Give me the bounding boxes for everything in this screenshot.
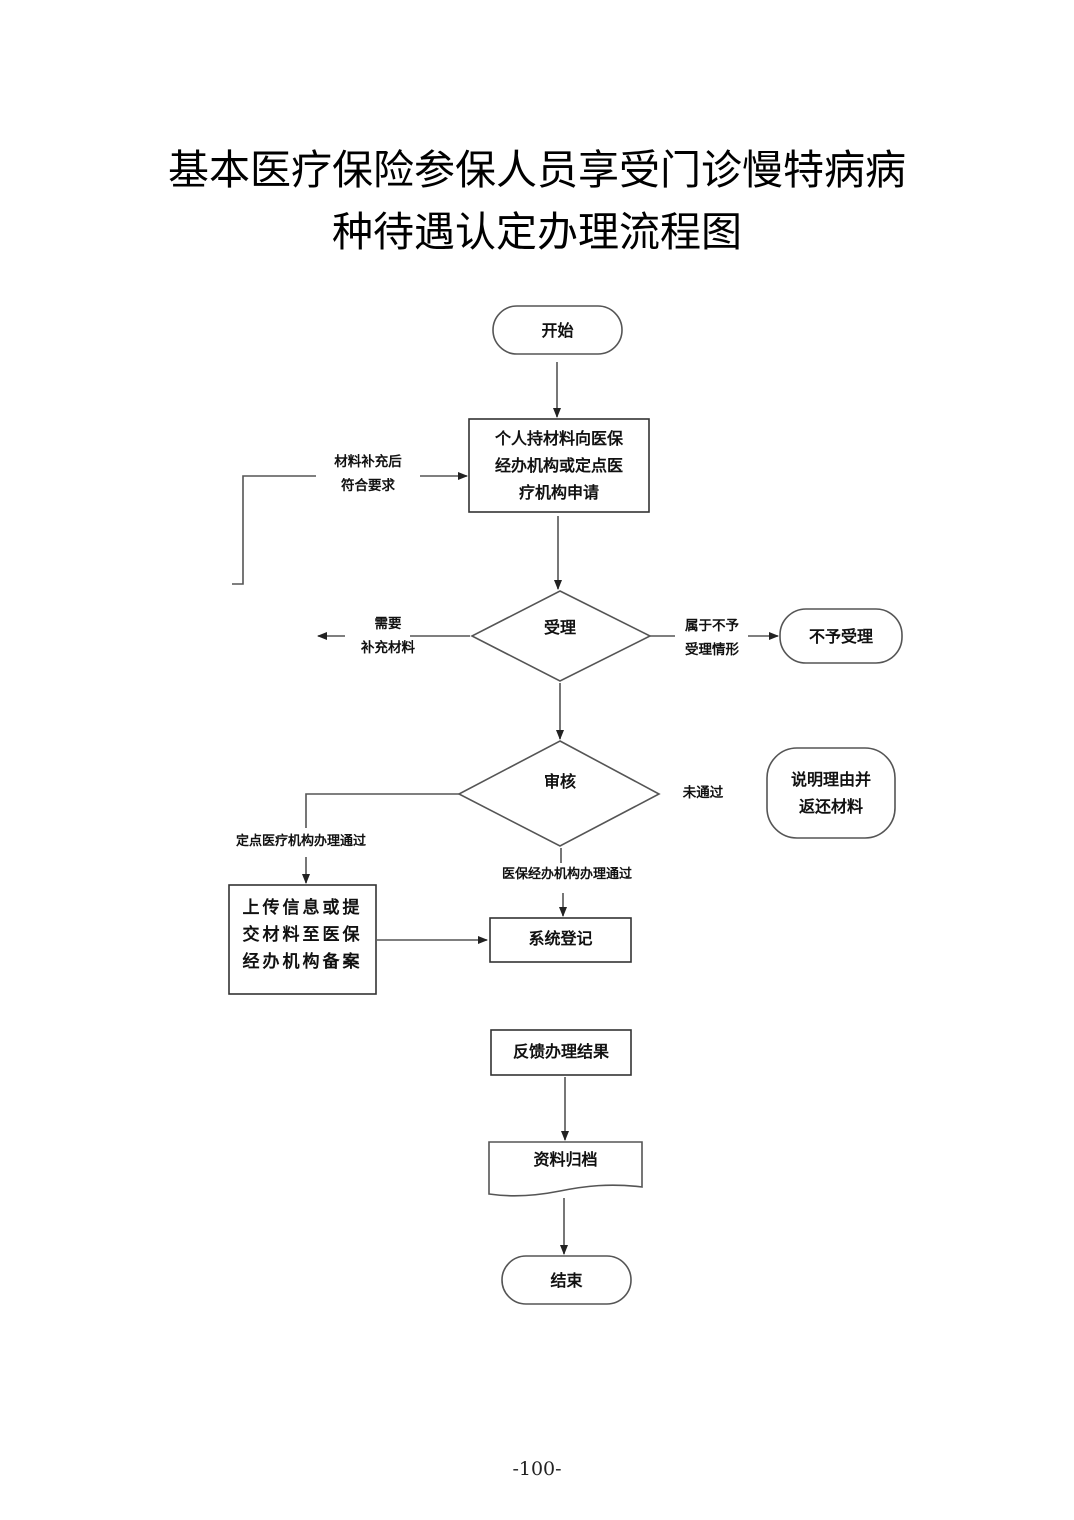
upload-file-label: 上传信息或提 交材料至医保 经办机构备案: [229, 893, 376, 977]
start-node: [492, 305, 623, 355]
edge-review-designated: [305, 793, 459, 828]
register-label: 系统登记: [528, 928, 593, 948]
start-label: 开始: [541, 320, 574, 340]
need-supplement-edge-label: 需要 补充材料: [345, 612, 431, 660]
end-label: 结束: [550, 1270, 583, 1290]
upload-file-label-line: 经办机构备案: [242, 951, 363, 972]
reject-node: [779, 608, 903, 664]
accept-label: 受理: [543, 617, 576, 637]
need-supplement-edge-label-line: 补充材料: [361, 640, 415, 656]
need-supplement-edge-label-line: 需要: [374, 616, 402, 632]
reject-label: 不予受理: [808, 626, 873, 646]
resubmit-edge-label: 材料补充后 符合要求: [318, 450, 418, 498]
apply-node: [468, 418, 650, 513]
failed-edge-label: 未通过: [682, 785, 724, 801]
feedback-label: 反馈办理结果: [512, 1042, 609, 1061]
register-node: [489, 917, 632, 963]
accept-decision-node: [470, 590, 652, 682]
archive-document-node: [488, 1141, 643, 1197]
resubmit-edge-label-line: 符合要求: [341, 478, 395, 494]
page-title-line-1: 基本医疗保险参保人员享受门诊慢特病病: [168, 146, 906, 194]
not-accepted-edge-label-line: 受理情形: [685, 642, 739, 658]
explain-return-label: 说明理由并 返还材料: [767, 748, 895, 838]
review-label: 审核: [543, 771, 576, 791]
upload-file-node: [228, 884, 377, 995]
page-title-line-2: 种待遇认定办理流程图: [332, 208, 742, 256]
end-node: [501, 1255, 632, 1305]
upload-file-label-line: 上传信息或提: [242, 897, 363, 918]
feedback-node: [490, 1029, 632, 1076]
apply-label-line: 经办机构或定点医: [494, 456, 623, 475]
explain-return-label-line: 返还材料: [798, 797, 863, 816]
review-decision-node: [457, 740, 661, 847]
not-accepted-edge-label: 属于不予 受理情形: [674, 614, 750, 662]
explain-return-node: [766, 747, 896, 839]
apply-label-line: 个人持材料向医保: [494, 429, 623, 448]
designated-pass-edge-label: 定点医疗机构办理通过: [235, 834, 366, 849]
apply-label: 个人持材料向医保 经办机构或定点医 疗机构申请: [469, 419, 649, 512]
explain-return-label-line: 说明理由并: [790, 770, 871, 789]
resubmit-edge-label-line: 材料补充后: [334, 454, 402, 470]
agency-pass-edge-label: 医保经办机构办理通过: [501, 867, 632, 882]
upload-file-label-line: 交材料至医保: [242, 924, 363, 945]
page-number: -100-: [512, 1458, 562, 1480]
apply-label-line: 疗机构申请: [518, 483, 599, 502]
archive-label: 资料归档: [533, 1149, 598, 1169]
edge-resubmit-loop: [232, 475, 316, 585]
not-accepted-edge-label-line: 属于不予: [685, 618, 739, 634]
